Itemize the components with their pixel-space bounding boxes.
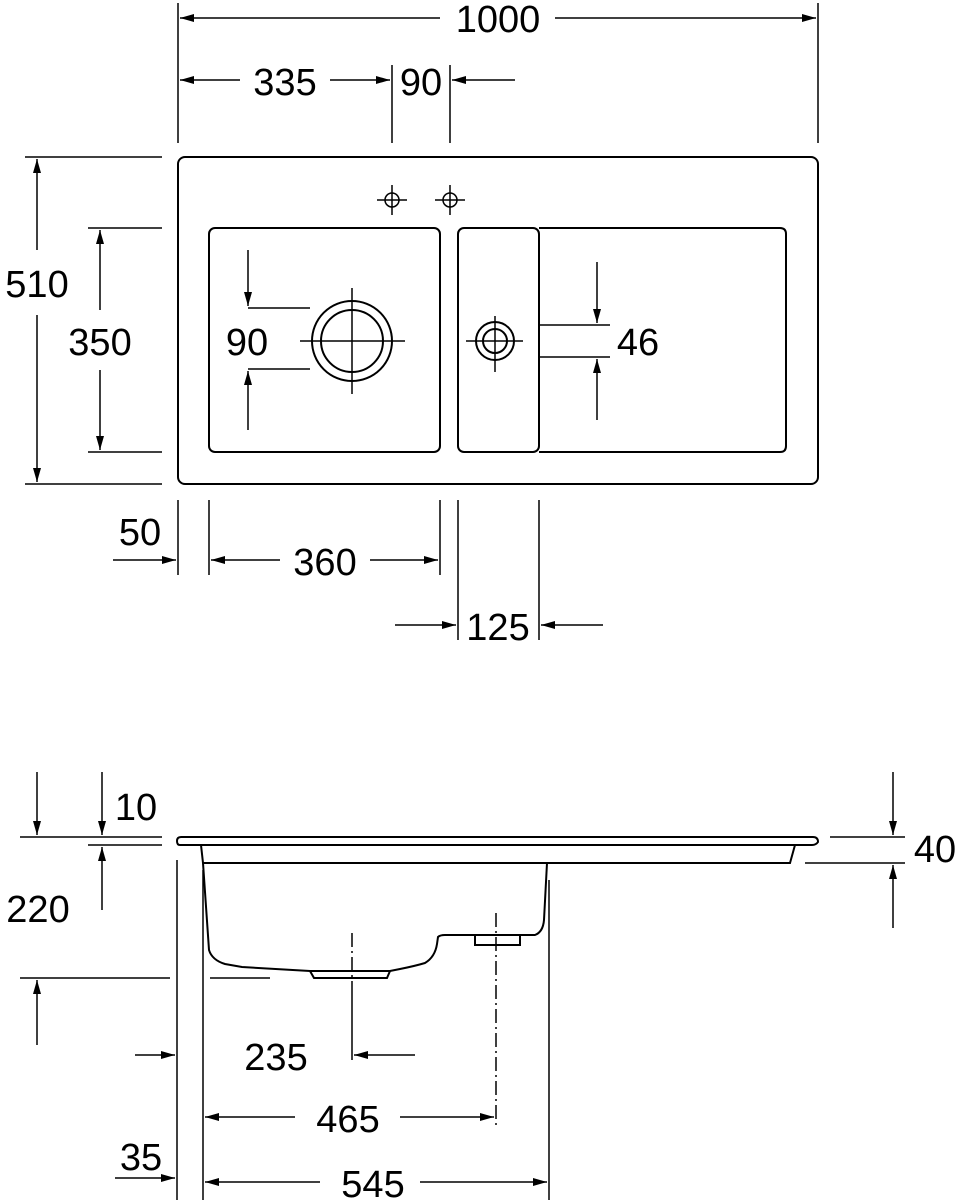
dim-main-drain-diameter: 90 — [226, 322, 268, 364]
side-view: 10 220 40 235 465 35 545 — [6, 772, 956, 1200]
small-drain-icon — [466, 316, 523, 372]
sink-outline — [177, 156, 819, 485]
dim-bowl-depth: 350 — [68, 322, 131, 364]
dim-small-drain-offset: 465 — [316, 1099, 379, 1141]
sink-profile — [175, 836, 820, 972]
small-drain-outlet — [474, 934, 521, 946]
small-bowl — [457, 227, 540, 453]
dim-bowl-section-width: 545 — [341, 1164, 404, 1200]
main-drain-icon — [300, 288, 405, 394]
dim-main-bowl-width: 360 — [293, 542, 356, 584]
dim-edge-offset: 50 — [119, 512, 161, 554]
dim-rim-thickness: 10 — [115, 787, 157, 829]
dim-side-offset: 35 — [120, 1137, 162, 1179]
dim-overall-depth: 510 — [5, 264, 68, 306]
main-drain-outlet — [309, 970, 391, 979]
dim-tap-hole-offset: 335 — [253, 62, 316, 104]
dim-tap-hole-spacing: 90 — [400, 62, 442, 104]
dim-drainer-height: 40 — [914, 829, 956, 871]
main-bowl — [208, 227, 441, 453]
dim-overall-width: 1000 — [456, 0, 541, 41]
top-view: 1000 335 90 510 350 90 46 50 360 125 — [5, 0, 819, 649]
dim-small-bowl-width: 125 — [466, 607, 529, 649]
dim-main-drain-offset: 235 — [244, 1037, 307, 1079]
dim-small-drain-diameter: 46 — [617, 322, 659, 364]
dim-bowl-height: 220 — [6, 889, 69, 931]
drainer-area — [539, 227, 787, 453]
tap-hole-icon — [377, 185, 465, 215]
